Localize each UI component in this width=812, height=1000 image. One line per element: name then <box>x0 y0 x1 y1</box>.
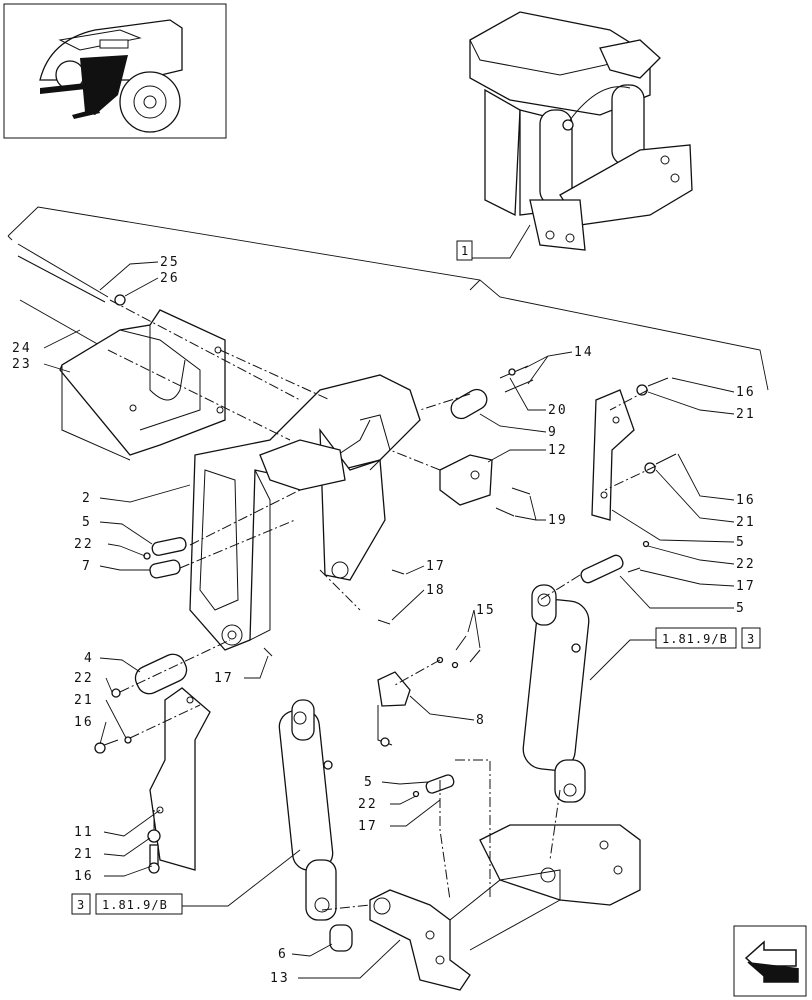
assembled-hitch-view <box>469 11 693 251</box>
callout-26: 26 <box>160 271 180 286</box>
callout-6: 6 <box>278 947 288 962</box>
ref-left-num: 3 <box>77 898 85 912</box>
lower-arm-assembly-13 <box>329 824 641 991</box>
bracket-11 <box>94 687 211 874</box>
ref-right-num: 3 <box>747 632 755 646</box>
right-bracket <box>591 377 677 521</box>
callout-9: 9 <box>548 425 558 440</box>
callout-23: 23 <box>12 357 32 372</box>
callout-20: 20 <box>548 403 568 418</box>
callout-22b: 22 <box>74 671 94 686</box>
callout-15: 15 <box>476 603 496 618</box>
assembly-lines <box>107 299 657 911</box>
ref-right[interactable]: 1.81.9/B 3 <box>589 627 761 681</box>
ref-left[interactable]: 3 1.81.9/B <box>71 849 301 915</box>
callout-21a: 21 <box>74 693 94 708</box>
callout-2: 2 <box>82 491 92 506</box>
callout-22c: 22 <box>358 797 378 812</box>
callout-14: 14 <box>574 345 594 360</box>
callout-25: 25 <box>160 255 180 270</box>
callout-16a: 16 <box>74 715 94 730</box>
callout-12: 12 <box>548 443 568 458</box>
callout-5a: 5 <box>82 515 92 530</box>
callout-22d: 22 <box>736 557 756 572</box>
cylinder-right <box>522 584 590 803</box>
callout-17c: 17 <box>358 819 378 834</box>
callout-13: 13 <box>270 971 290 986</box>
callout-21b: 21 <box>74 847 94 862</box>
bush-4 <box>111 653 188 698</box>
main-frame-2 <box>189 374 421 651</box>
callout-24: 24 <box>12 341 32 356</box>
tractor-front-hitch-thumbnail-icon <box>39 19 183 133</box>
callout-5c: 5 <box>736 535 746 550</box>
ref-left-sheet: 1.81.9/B <box>102 898 168 912</box>
callout-8: 8 <box>476 713 486 728</box>
callout-4: 4 <box>84 651 94 666</box>
callout-16b: 16 <box>74 869 94 884</box>
callout-21c: 21 <box>736 407 756 422</box>
callout-11: 11 <box>74 825 94 840</box>
callout-16d: 16 <box>736 493 756 508</box>
pins-right <box>580 540 650 584</box>
tractor-thumbnail <box>3 3 227 139</box>
callout-18: 18 <box>426 583 446 598</box>
callout-17b: 17 <box>426 559 446 574</box>
support-bracket-23 <box>59 309 226 461</box>
callout-17d: 17 <box>736 579 756 594</box>
assembly-bracket-line <box>7 206 769 391</box>
pins-left <box>143 537 187 579</box>
callout-16c: 16 <box>736 385 756 400</box>
callout-5b: 5 <box>364 775 374 790</box>
callout-21d: 21 <box>736 515 756 530</box>
previous-page-arrow-icon[interactable] <box>733 925 807 997</box>
cylinder-left <box>278 699 337 921</box>
callout-labels: 25 26 24 23 2 5 22 7 4 22 21 16 17 11 21… <box>12 255 756 986</box>
callout-1: 1 <box>456 224 531 261</box>
callout-19: 19 <box>548 513 568 528</box>
callout-22a: 22 <box>74 537 94 552</box>
callout-17a: 17 <box>214 671 234 686</box>
callout-7: 7 <box>82 559 92 574</box>
callout-1-label: 1 <box>461 244 469 258</box>
threaded-rods <box>17 243 126 351</box>
small-parts-upper <box>439 365 534 517</box>
callout-5d: 5 <box>736 601 746 616</box>
sensor-8 <box>377 635 481 747</box>
ref-right-sheet: 1.81.9/B <box>662 632 728 646</box>
